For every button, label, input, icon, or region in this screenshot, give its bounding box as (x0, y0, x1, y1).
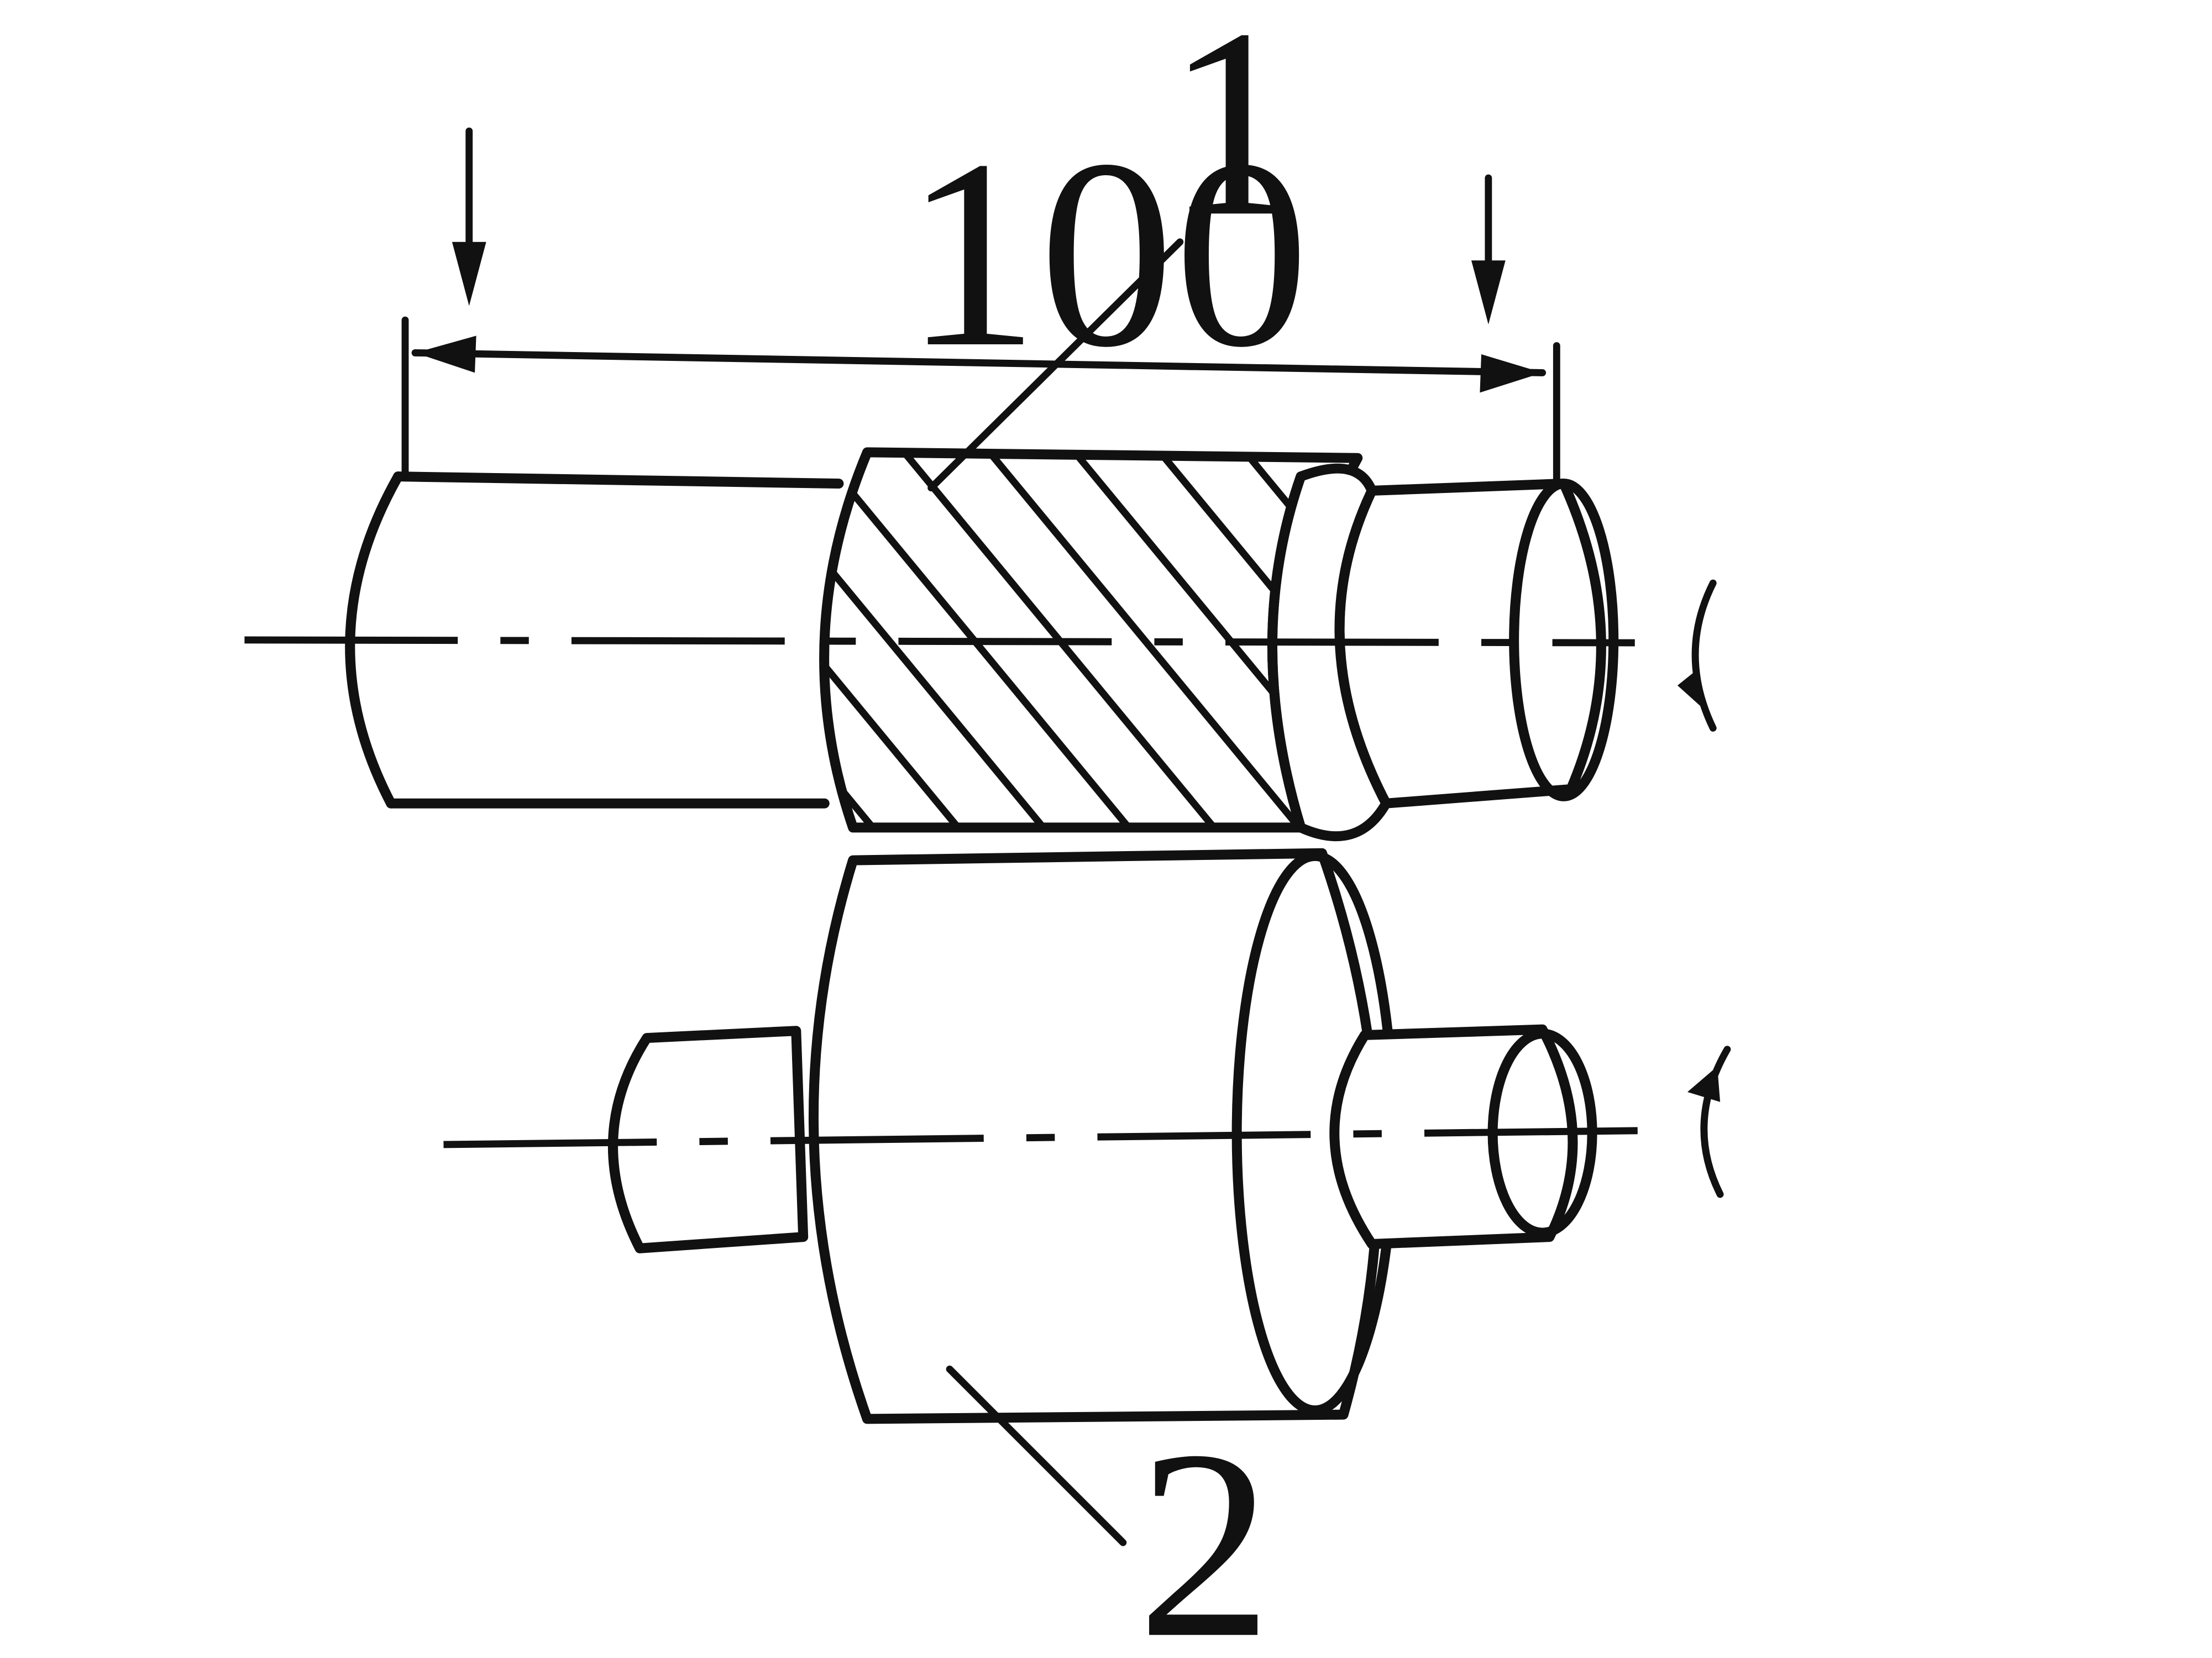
part-label-2: 2 (1138, 1394, 1272, 1658)
lower-axis-line (443, 1126, 1664, 1148)
load-arrow-right (1471, 174, 1506, 324)
dimension: 100 (401, 104, 1560, 490)
rotation-arrow-upper (1677, 579, 1717, 732)
rotation-arrow-lower (1687, 1046, 1731, 1198)
part-label-1: 1 (1166, 0, 1301, 272)
load-arrow-left (452, 127, 486, 306)
dimension-label: 100 (904, 104, 1309, 403)
leader-line-2 (946, 1365, 1127, 1546)
leader-line-1 (927, 238, 1184, 492)
upper-axis-line (244, 636, 1635, 647)
